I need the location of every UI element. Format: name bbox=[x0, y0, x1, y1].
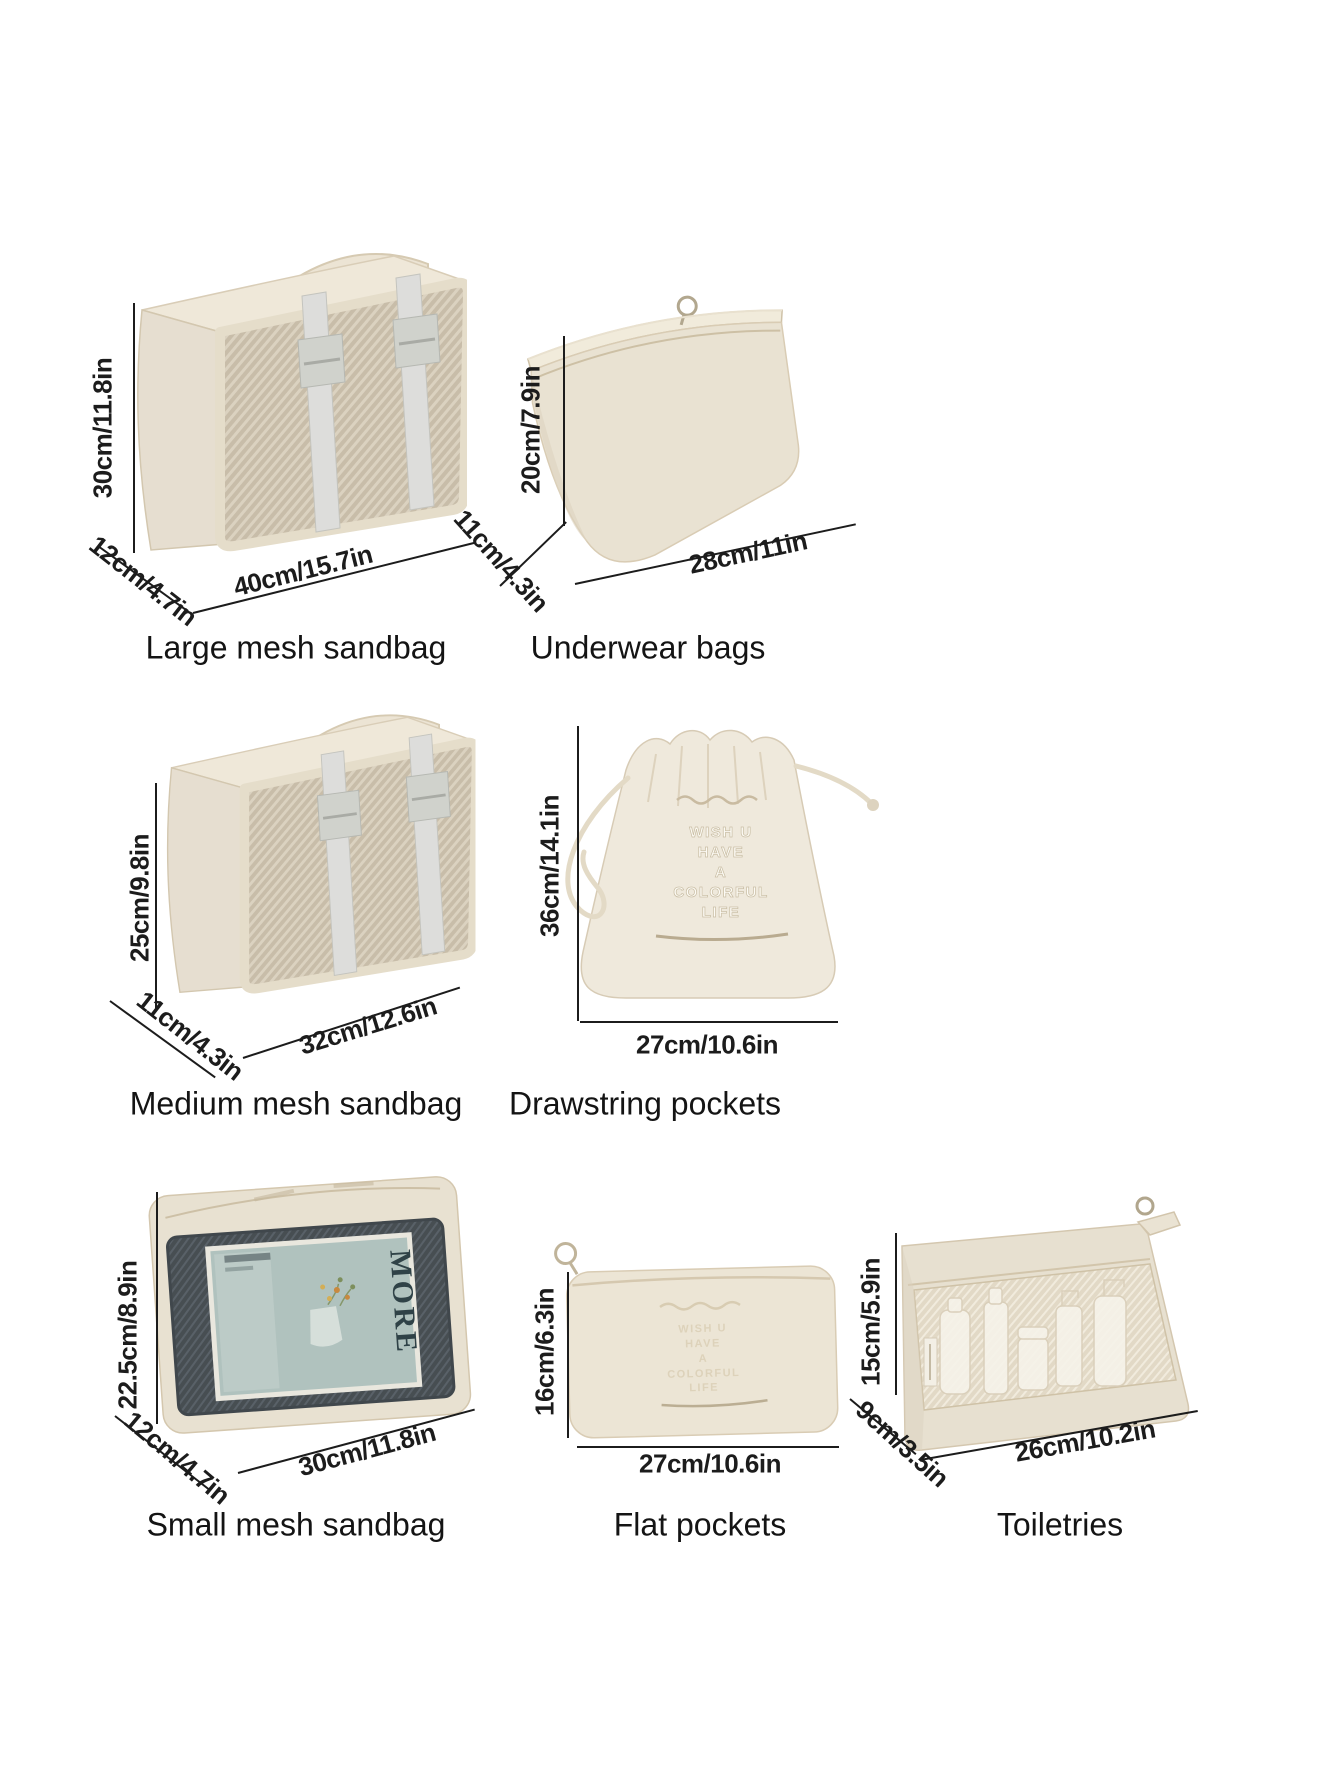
drawstring-cord bbox=[565, 775, 631, 920]
gather-folds bbox=[647, 744, 767, 808]
width-dimension-label: 27cm/10.6in bbox=[639, 1448, 781, 1479]
width-dimension-line bbox=[577, 1446, 839, 1448]
product-title-small-mesh-sandbag: Small mesh sandbag bbox=[146, 1506, 446, 1543]
slogan-line: WISH U bbox=[689, 824, 752, 841]
drawstring-cord bbox=[793, 763, 875, 807]
zipper-seam bbox=[572, 1275, 831, 1287]
zipper-tab bbox=[1136, 1211, 1182, 1236]
height-dimension-line bbox=[577, 726, 579, 1021]
pocket-slot-line bbox=[661, 1399, 768, 1408]
ring-pull-icon bbox=[1135, 1196, 1155, 1216]
width-dimension-line bbox=[580, 1021, 838, 1023]
medium-mesh-sandbag-photo bbox=[132, 663, 487, 1011]
slogan-line: LIFE bbox=[702, 904, 741, 921]
pouch-body bbox=[580, 729, 836, 999]
height-dimension-line bbox=[567, 1272, 569, 1438]
slogan-line: A bbox=[715, 864, 727, 881]
product-title-underwear-bags: Underwear bags bbox=[530, 629, 766, 666]
slogan-line: LIFE bbox=[689, 1382, 719, 1395]
product-title-large-mesh-sandbag: Large mesh sandbag bbox=[145, 629, 447, 666]
side-gusset bbox=[902, 1246, 924, 1451]
height-dimension-label: 25cm/9.8in bbox=[124, 834, 155, 962]
slogan-line: HAVE bbox=[698, 844, 745, 861]
pouch-body bbox=[565, 1265, 839, 1439]
product-title-drawstring-pockets: Drawstring pockets bbox=[508, 1085, 782, 1122]
height-dimension-line bbox=[563, 336, 565, 526]
toiletry-bottles bbox=[939, 1279, 1127, 1395]
wavy-stitch bbox=[676, 795, 758, 805]
slogan-line: COLORFUL bbox=[673, 884, 768, 901]
magazine-title: MORE bbox=[383, 1248, 423, 1355]
flower-illustration bbox=[320, 1277, 356, 1302]
slogan-line: HAVE bbox=[685, 1337, 721, 1350]
height-dimension-line bbox=[156, 1192, 158, 1424]
height-dimension-label: 20cm/7.9in bbox=[515, 366, 546, 494]
flat-pockets-photo: WISH U HAVE A COLORFUL LIFE bbox=[554, 1241, 839, 1439]
large-mesh-sandbag-photo bbox=[112, 198, 467, 570]
wavy-stitch bbox=[659, 1300, 741, 1311]
height-dimension-label: 30cm/11.8in bbox=[87, 357, 118, 499]
height-dimension-line bbox=[155, 783, 157, 1011]
width-dimension-label: 27cm/10.6in bbox=[636, 1029, 778, 1060]
ring-pull-icon bbox=[676, 295, 698, 317]
height-dimension-label: 22.5cm/8.9in bbox=[112, 1260, 143, 1410]
slogan-line: COLORFUL bbox=[667, 1367, 740, 1381]
product-title-toiletries: Toiletries bbox=[996, 1506, 1124, 1543]
pocket-slot-line bbox=[655, 932, 789, 942]
height-dimension-label: 36cm/14.1in bbox=[534, 795, 565, 937]
slogan-line: WISH U bbox=[678, 1322, 727, 1335]
top-seam bbox=[907, 1258, 1151, 1286]
toiletries-bag-photo bbox=[901, 1196, 1190, 1451]
height-dimension-label: 16cm/6.3in bbox=[529, 1288, 560, 1416]
slogan-line: A bbox=[699, 1353, 709, 1365]
zipper-seam bbox=[165, 1187, 441, 1219]
vase-illustration bbox=[310, 1306, 343, 1347]
height-dimension-line bbox=[895, 1233, 897, 1395]
height-dimension-line bbox=[133, 303, 135, 553]
product-title-flat-pockets: Flat pockets bbox=[613, 1506, 787, 1543]
ring-pull-icon bbox=[554, 1241, 578, 1265]
height-dimension-label: 15cm/5.9in bbox=[855, 1258, 886, 1386]
small-mesh-sandbag-photo: MORE bbox=[148, 1176, 472, 1434]
product-title-medium-mesh-sandbag: Medium mesh sandbag bbox=[129, 1085, 463, 1122]
drawstring-pockets-photo: WISH U HAVE A COLORFUL LIFE bbox=[565, 729, 879, 999]
